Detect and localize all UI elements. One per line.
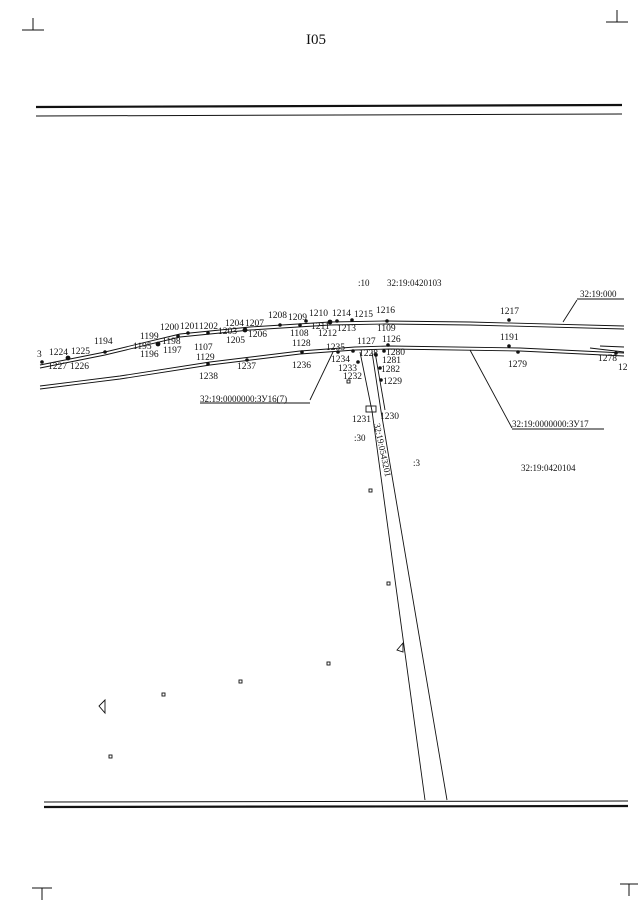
vertical-corridor [359,351,448,801]
point-label: 1238 [199,372,218,382]
point-label: 1210 [309,309,328,319]
point-label: 1281 [382,356,401,366]
block-0543201-label: 32:19:0543201 [372,422,393,477]
point-label: 3 [37,350,42,360]
block-0420104-label: 32:19:0420104 [521,463,576,473]
point-label: 1128 [292,339,311,349]
point-label: 1201 [180,322,199,332]
point-label: 1200 [160,323,179,333]
block-0420103-label: 32:19:0420103 [387,278,442,288]
crop-marks [22,10,638,900]
point-label: 1237 [237,362,256,372]
zu16-label: 32:19:0000000:ЗУ16(7) [200,394,287,404]
plot-30-label: :30 [354,433,366,443]
page-number: I05 [306,32,326,48]
map-markers [98,379,404,759]
point-label: 1216 [376,306,395,316]
point-label: 1129 [196,353,215,363]
leader-lines [200,298,624,430]
point-label: 1205 [226,336,245,346]
point-label: 1198 [162,337,181,347]
point-label: 1207 [245,319,264,329]
point-label: 1231 [352,415,371,425]
point-label: 1109 [377,324,396,334]
point-label: 1204 [225,319,244,329]
zu17-label: 32:19:0000000:ЗУ17 [512,419,589,429]
point-label: 1195 [133,342,152,352]
point-label: 12 [618,363,628,373]
point-label: 1212 [318,329,337,339]
point-label: 1232 [343,372,362,382]
point-label: 1279 [508,360,527,370]
point-label: 1127 [357,337,376,347]
point-label: 1233 [338,364,357,374]
point-label: 1196 [140,350,159,360]
point-label: 1217 [500,307,519,317]
block-000-label: 32:19:000 [580,289,617,299]
survey-points [40,318,618,382]
road-corridor-upper [39,320,625,369]
point-label: 1194 [94,337,113,347]
right-strip [589,345,625,353]
point-label: 1280 [386,348,405,358]
point-label: 1199 [140,332,159,342]
point-label: 1197 [163,346,182,356]
point-label: 1226 [70,362,89,372]
point-label: 1228 [359,349,378,359]
point-label: 1236 [292,361,311,371]
point-labels: 1194 1195 1196 1197 1198 1199 1200 1201 … [37,306,628,425]
point-label: 1215 [354,310,373,320]
point-label: 1227 [48,362,67,372]
point-label: 1206 [248,330,267,340]
point-label: 1278 [598,354,617,364]
point-label: 1234 [331,355,350,365]
point-label: 1126 [382,335,401,345]
frame-bottom-line [43,800,629,809]
point-label: 1229 [383,377,402,387]
point-label: 1208 [268,311,287,321]
plot-3-label: :3 [413,458,421,468]
point-label: 1202 [199,322,218,332]
point-label: 1235 [326,343,345,353]
point-label: 1108 [290,329,309,339]
road-corridor-lower [39,345,625,390]
point-label: 1191 [500,333,519,343]
point-label: 1214 [332,309,351,319]
point-label: 1211 [311,322,330,332]
point-label: 1224 [49,348,68,358]
point-label: 1203 [218,327,237,337]
point-label: 1107 [194,343,213,353]
point-label: 1230 [380,412,399,422]
point-label: 1282 [381,365,400,375]
plot-10-label: :10 [358,278,370,288]
frame-top-line [35,103,623,117]
point-label: 1213 [337,324,356,334]
point-label: 1225 [71,347,90,357]
point-label: 1209 [288,313,307,323]
